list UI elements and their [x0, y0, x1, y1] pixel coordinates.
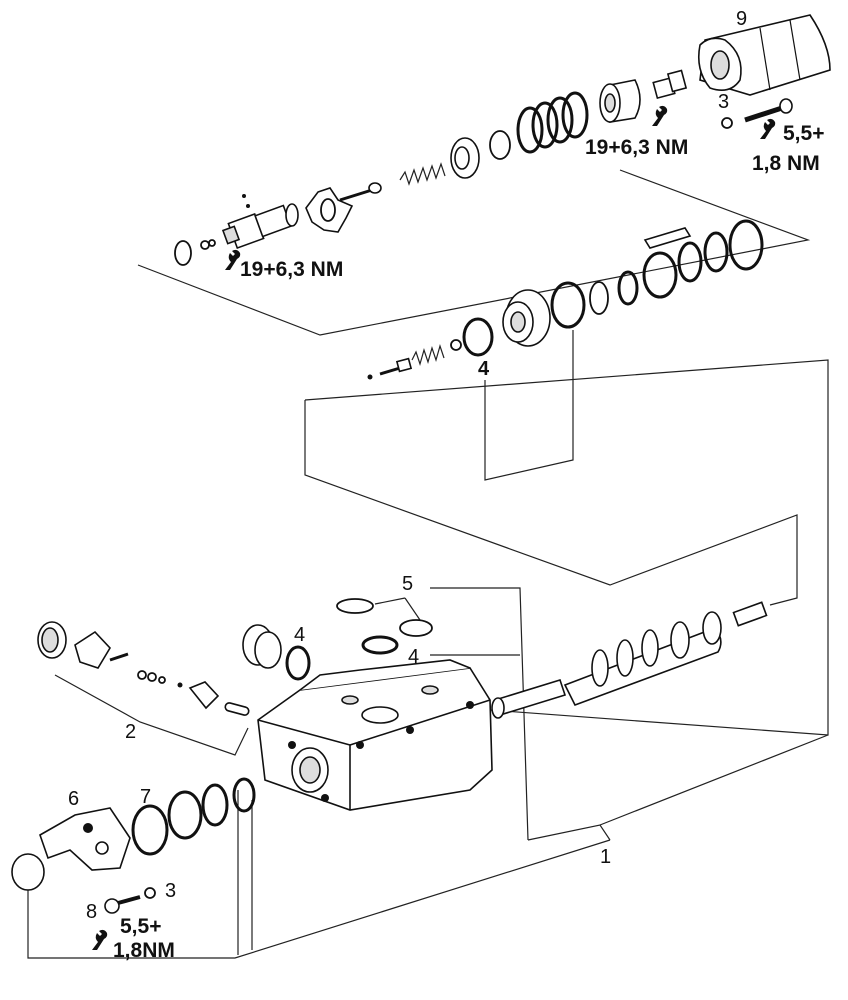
callout-4-right: 4 — [408, 646, 419, 668]
o-ring — [703, 231, 729, 273]
plug-nut — [502, 289, 551, 347]
washer — [721, 117, 733, 129]
o-ring-small — [174, 240, 192, 266]
leader-lines — [27, 169, 829, 959]
o-ring — [642, 251, 678, 299]
spool — [491, 601, 768, 719]
callout-5: 5 — [402, 573, 413, 595]
o-ring — [201, 783, 229, 827]
spring-cap — [599, 79, 641, 123]
adjusting-screw — [652, 69, 688, 100]
callout-6: 6 — [68, 788, 79, 810]
o-ring — [167, 790, 203, 840]
callout-8: 8 — [86, 901, 97, 923]
bolt — [744, 98, 793, 123]
ball — [367, 374, 373, 380]
o-ring-4 — [361, 635, 399, 655]
callout-2: 2 — [125, 721, 136, 743]
o-ring-5 — [399, 619, 433, 637]
torque-label-switch: 19+6,3 NM — [240, 258, 343, 281]
wrench-icon — [652, 105, 668, 126]
backup-ring-7 — [131, 804, 169, 856]
washer — [450, 339, 462, 351]
callout-4-middle: 4 — [478, 358, 490, 380]
torque-label-screw: 19+6,3 NM — [585, 136, 688, 159]
lock-washer — [305, 187, 354, 233]
torque-label-flange-line1: 5,5+ — [120, 915, 161, 938]
backup-ring — [550, 281, 586, 329]
poppet — [379, 357, 413, 376]
bolt-8 — [104, 895, 141, 914]
valve-housing — [697, 14, 831, 96]
pin — [339, 182, 382, 202]
retaining-clip — [643, 227, 692, 249]
washer-3 — [144, 887, 156, 899]
torque-label-bolt-line1: 5,5+ — [783, 122, 824, 145]
wrench-icon — [760, 118, 776, 139]
pressure-switch — [221, 194, 299, 250]
wrench-icon — [225, 249, 241, 270]
spring-middle — [411, 343, 445, 367]
callout-7: 7 — [140, 786, 151, 808]
o-ring — [589, 281, 609, 315]
flange-assembly — [11, 777, 256, 914]
torque-label-flange-line2: 1,8NM — [113, 939, 175, 962]
washer-small — [208, 239, 216, 247]
callout-1: 1 — [600, 846, 611, 868]
spring-small — [399, 162, 446, 186]
o-ring — [232, 777, 256, 813]
callout-3-bottom: 3 — [165, 880, 176, 902]
o-ring — [617, 270, 639, 306]
o-ring — [489, 130, 511, 160]
o-ring-4 — [462, 317, 494, 357]
plug-4 — [242, 624, 311, 681]
o-ring — [677, 241, 703, 283]
plug-cap — [11, 853, 45, 891]
callout-4-left: 4 — [294, 624, 305, 646]
o-ring-5 — [336, 598, 374, 614]
o-ring — [728, 219, 764, 271]
end-cap-assembly — [37, 621, 250, 716]
torque-label-bolt-line2: 1,8 NM — [752, 152, 820, 175]
valve-seat — [450, 137, 480, 179]
wrench-icon — [92, 929, 108, 950]
callout-9: 9 — [736, 8, 747, 30]
flange-6 — [39, 807, 131, 871]
spring-large — [516, 91, 589, 154]
spool-end-screw — [732, 601, 768, 627]
valve-body — [257, 659, 493, 811]
washer — [200, 240, 210, 250]
callout-3-top: 3 — [718, 91, 729, 113]
top-assembly — [174, 14, 831, 266]
middle-assembly — [367, 219, 764, 380]
